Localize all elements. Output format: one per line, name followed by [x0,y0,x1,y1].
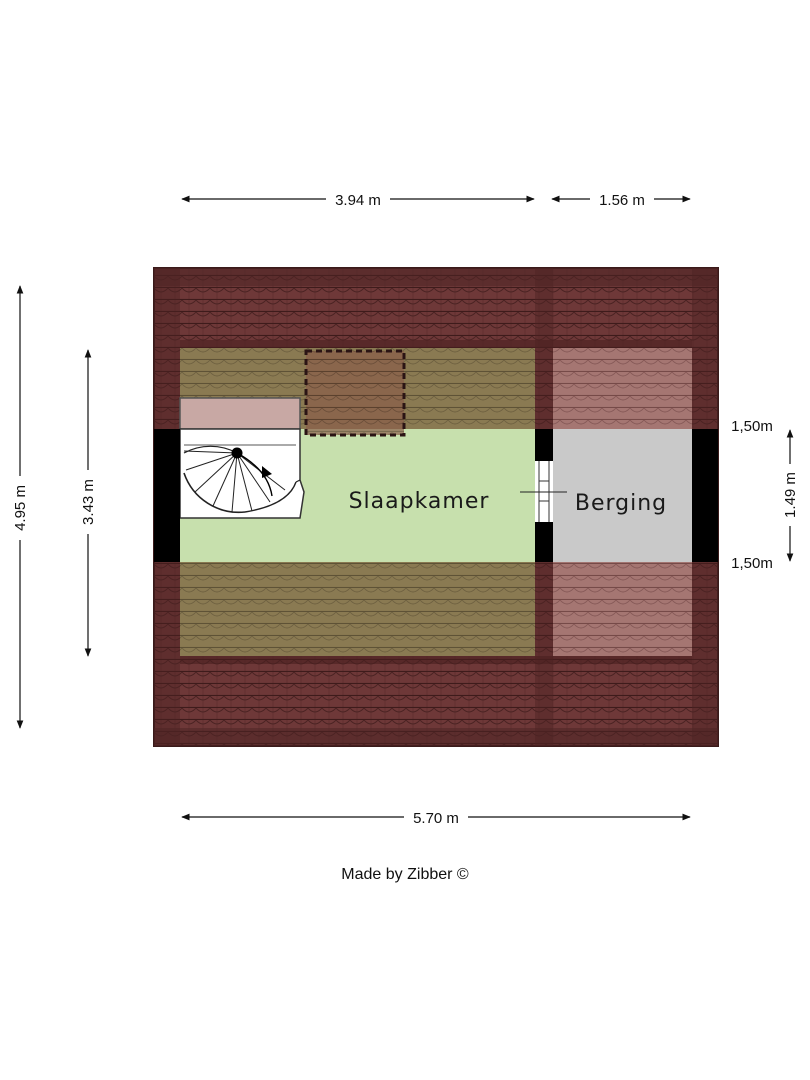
dimension-right-lower: 1,50m [731,555,773,572]
dimension-right-upper: 1,50m [731,418,773,435]
staircase [179,428,305,519]
svg-text:3.94 m: 3.94 m [335,192,381,209]
svg-text:3.43 m: 3.43 m [80,479,97,525]
credit-text: Made by Zibber © [341,866,469,883]
svg-text:1.56 m: 1.56 m [599,192,645,209]
dimension-left-outer: 4.95 m [12,285,29,729]
walls [154,429,718,562]
svg-text:5.70 m: 5.70 m [413,810,459,827]
dimension-right: 1.49 m 1,50m 1,50m [731,418,799,572]
dimension-top-left: 3.94 m [181,192,535,209]
dimension-top-right: 1.56 m [551,192,691,209]
svg-text:4.95 m: 4.95 m [12,485,29,531]
roof-hatch [304,349,406,437]
storage-room [553,429,692,562]
dimension-left-inner: 3.43 m [80,349,97,657]
svg-text:1.49 m: 1.49 m [782,472,799,518]
bedroom-label: Slaapkamer [349,489,490,514]
storage-label: Berging [575,491,667,516]
dimension-bottom: 5.70 m [181,810,691,827]
